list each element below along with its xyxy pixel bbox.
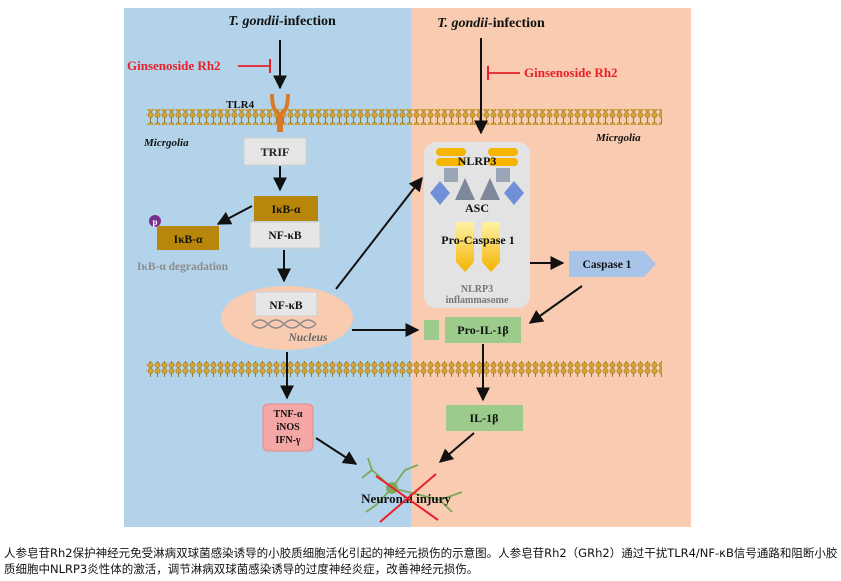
microglia-label-right: Micrgolia — [595, 132, 641, 144]
inflammasome-label-line2: inflammasome — [446, 295, 509, 306]
microglia-label-left: Micrgolia — [143, 137, 189, 149]
ikba-complex-label: IκB-α — [272, 204, 301, 216]
il1b-to-injury-arrow — [438, 432, 475, 463]
cytokine-inos: iNOS — [276, 422, 300, 433]
inflammasome-label-line1: NLRP3 — [461, 284, 493, 295]
caspase1-label: Caspase 1 — [583, 259, 632, 271]
figure-caption: 人参皂苷Rh2保护神经元免受淋病双球菌感染诱导的小胶质细胞活化引起的神经元损伤的… — [4, 546, 838, 576]
phospho-icon — [149, 215, 161, 227]
phospho-label: p — [152, 217, 157, 227]
nfkb-nucleus-label: NF-κB — [269, 300, 303, 312]
trif-box — [243, 137, 307, 166]
caspase-to-pro-il1b-arrow — [528, 285, 583, 324]
caspase1-arrow-box — [569, 251, 656, 277]
tlr4-receptor-icon — [270, 93, 290, 132]
right-inhibitor-label: Ginsenoside Rh2 — [524, 65, 618, 80]
left-inhibitor-label: Ginsenoside Rh2 — [127, 58, 221, 73]
upper-membrane — [146, 109, 662, 125]
il1b-box — [446, 405, 523, 431]
ikba-free-box — [157, 226, 219, 250]
nlrp3-icon — [436, 148, 518, 182]
left-infection-title: T. gondii-infection — [228, 14, 336, 29]
ikba-degradation-label: IκB-α degradation — [137, 261, 229, 273]
nucleus-label: Nucleus — [288, 332, 329, 344]
lower-membrane — [146, 361, 662, 377]
cytokines-box — [262, 403, 314, 452]
nlrp3-label: NLRP3 — [458, 154, 497, 168]
pro-il1b-label: Pro-IL-1β — [457, 323, 508, 337]
nfkb-nucleus-box — [254, 291, 318, 317]
ikba-complex-box — [254, 196, 318, 221]
cytokine-ifn: IFN-γ — [275, 435, 301, 446]
injury-cross-icon — [375, 473, 439, 523]
right-infection-title: T. gondii-infection — [437, 16, 545, 31]
cytokine-tnf: TNF-α — [274, 409, 303, 420]
asc-icon — [430, 178, 524, 205]
asc-label: ASC — [465, 201, 489, 215]
cytokines-to-injury-arrow — [315, 437, 358, 465]
ikba-free-label: IκB-α — [174, 234, 203, 246]
nfkb-complex-box — [249, 221, 321, 249]
pro-il1b-box — [445, 317, 521, 343]
pro-il1b-small-box — [424, 320, 439, 340]
dna-icon — [251, 319, 317, 329]
trif-label: TRIF — [261, 145, 290, 159]
pro-caspase-icon — [456, 222, 500, 272]
nfkb-complex-label: NF-κB — [268, 230, 302, 242]
il1b-label: IL-1β — [470, 411, 499, 425]
degradation-arrow — [216, 205, 253, 225]
nucleus-to-nlrp3-arrow — [335, 176, 423, 290]
inflammasome-container — [424, 142, 530, 308]
nucleus-ellipse — [221, 286, 353, 350]
tlr4-label: TLR4 — [226, 99, 255, 111]
pro-caspase-label: Pro-Caspase 1 — [441, 233, 514, 247]
